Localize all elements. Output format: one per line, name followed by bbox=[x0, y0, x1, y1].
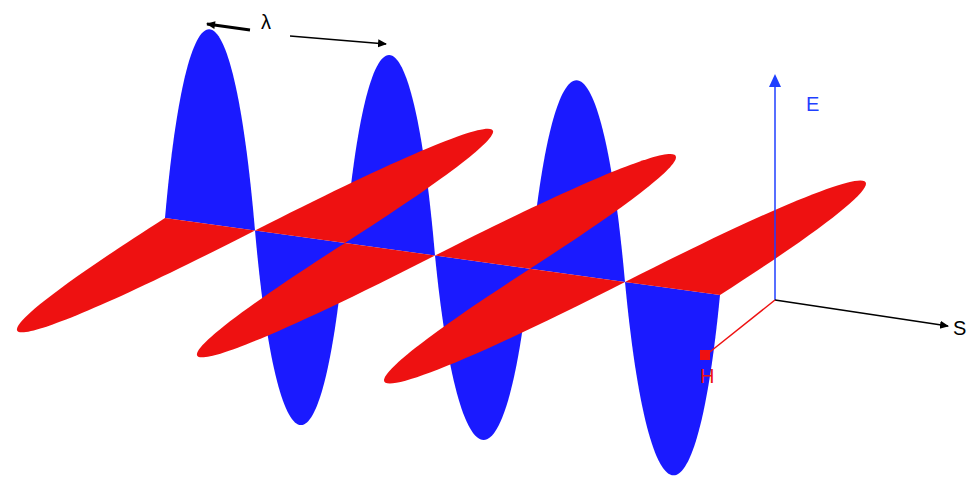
electric-field-wave bbox=[165, 29, 720, 475]
h-axis-marker bbox=[700, 350, 710, 360]
magnetic-field-wave bbox=[17, 129, 866, 384]
wavelength-arrow bbox=[207, 24, 250, 30]
s-axis bbox=[775, 300, 948, 326]
axis-label: E bbox=[806, 94, 819, 114]
wavelength-label: λ bbox=[258, 12, 274, 32]
e-axis bbox=[774, 86, 776, 300]
wavelength-arrow bbox=[290, 36, 386, 44]
h-axis bbox=[706, 300, 775, 355]
axis-label: H bbox=[700, 366, 714, 386]
axis-label: S bbox=[953, 318, 966, 338]
